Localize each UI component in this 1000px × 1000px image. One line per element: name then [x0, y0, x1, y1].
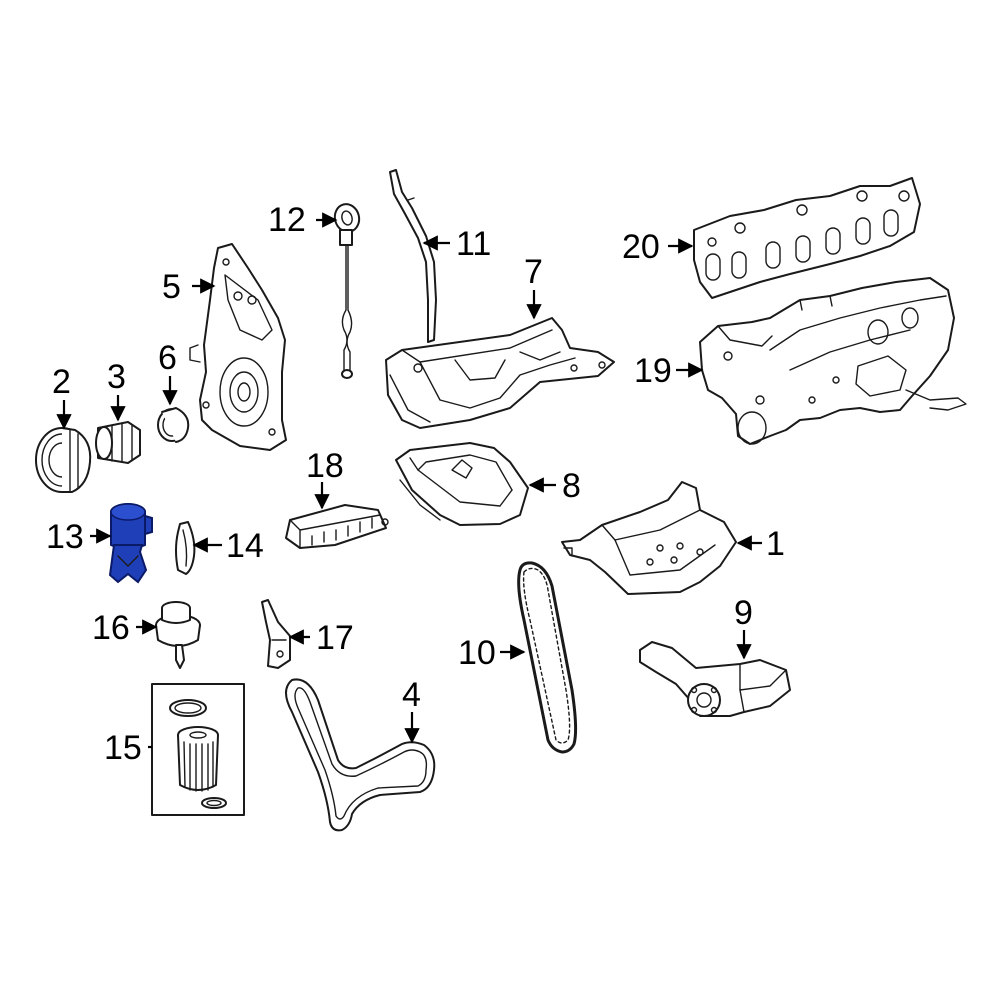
part-5-timing-cover[interactable] — [189, 243, 287, 451]
part-1-oil-baffle[interactable] — [561, 481, 737, 595]
callout-8: 8 — [562, 467, 581, 505]
part-15-filter-kit[interactable] — [151, 683, 245, 816]
part-7-oil-pan-upper[interactable] — [385, 317, 615, 429]
callout-20: 20 — [622, 228, 660, 266]
callout-11: 11 — [456, 225, 491, 263]
callout-14: 14 — [226, 527, 264, 565]
part-19-intake-manifold[interactable] — [699, 277, 967, 445]
callout-1: 1 — [766, 525, 785, 563]
callout-16: 16 — [92, 609, 130, 647]
part-10-chain[interactable] — [517, 561, 578, 754]
callout-6: 6 — [158, 339, 177, 377]
callout-7: 7 — [524, 253, 543, 291]
callout-12: 12 — [268, 201, 306, 239]
callout-19: 19 — [634, 352, 672, 390]
part-11-dipstick-tube[interactable] — [389, 169, 437, 343]
callout-18: 18 — [306, 447, 344, 485]
callout-9: 9 — [734, 594, 753, 632]
callout-15: 15 — [104, 729, 142, 767]
part-13-sensor-highlighted[interactable] — [108, 503, 153, 584]
part-2-pulley[interactable] — [35, 427, 92, 493]
part-12-dipstick[interactable] — [332, 201, 362, 379]
part-8-oil-pan-lower[interactable] — [395, 442, 529, 526]
part-14-gasket[interactable] — [175, 521, 196, 575]
leader-lines — [56, 212, 762, 749]
callout-labels: 2 3 6 5 12 11 7 8 18 13 14 16 15 17 4 10… — [46, 201, 785, 767]
callout-17: 17 — [316, 619, 354, 657]
callout-3: 3 — [107, 358, 126, 396]
callout-13: 13 — [46, 518, 84, 556]
callout-5: 5 — [162, 268, 181, 306]
callout-4: 4 — [402, 676, 421, 714]
part-4-belt[interactable] — [285, 678, 436, 832]
part-3-roller[interactable] — [95, 421, 141, 464]
callout-2: 2 — [52, 363, 71, 401]
part-20-intake-gasket[interactable] — [693, 177, 921, 299]
part-16-housing-cap[interactable] — [155, 601, 201, 669]
part-17-bracket[interactable] — [261, 599, 291, 669]
part-18-module[interactable] — [285, 504, 389, 549]
part-9-oil-pump[interactable] — [639, 641, 791, 717]
callout-10: 10 — [458, 634, 496, 672]
part-6-seal[interactable] — [157, 407, 190, 443]
